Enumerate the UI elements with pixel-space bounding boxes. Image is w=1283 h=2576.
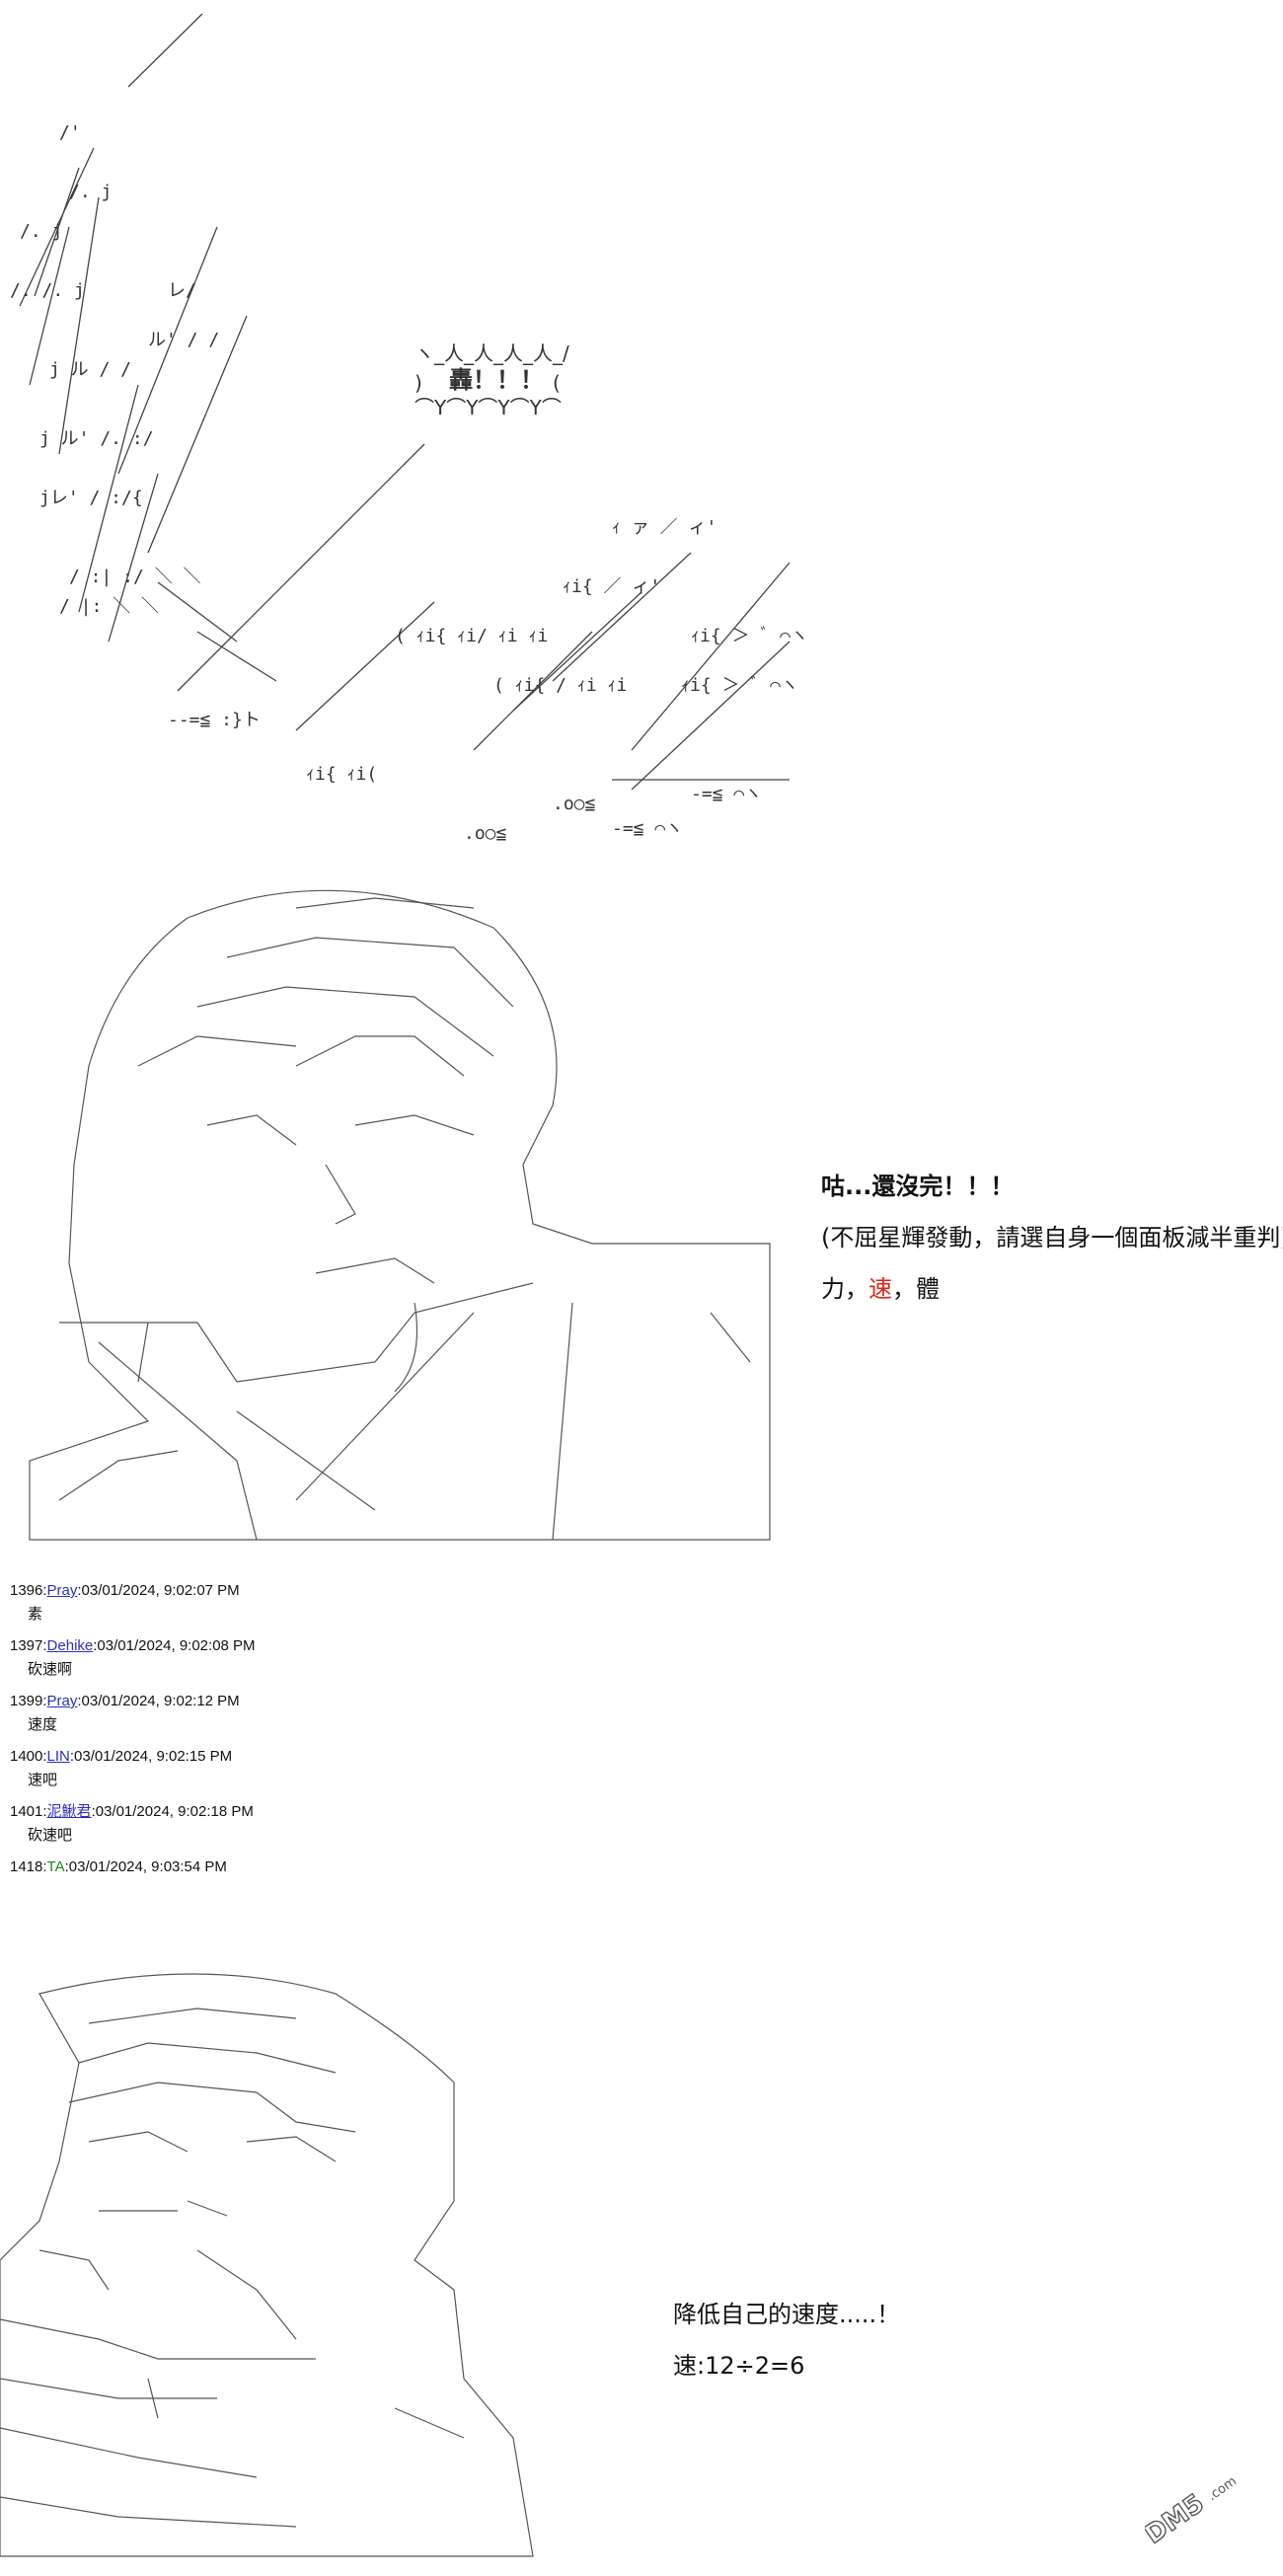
post-author-link[interactable]: LIN [46,1748,70,1765]
svg-text:/. j: /. j [20,221,62,242]
post-timestamp: :03/01/2024, 9:02:15 PM [69,1748,233,1765]
svg-text:jレ' / :/{: jレ' / :/{ [39,488,143,508]
svg-text:-=≦ ⌒ヽ: -=≦ ⌒ヽ [691,784,762,804]
post-item: 1400:LIN:03/01/2024, 9:02:15 PM 速吧 [10,1748,701,1789]
svg-text:( ｨi{ ｨi/ ｨi ｨi: ( ｨi{ ｨi/ ｨi ｨi [395,626,548,646]
dialog-line-1: 咕...還沒完！！！ [821,1173,1015,1200]
post-item: 1418:TA:03/01/2024, 9:03:54 PM [10,1858,701,1876]
svg-text:ｨi{ ＞ ﾞ ⌒ヽ: ｨi{ ＞ ﾞ ⌒ヽ [681,675,798,696]
dialog-line-3: 力，速，體 [821,1277,1283,1301]
post-header: 1401:泥鰍君:03/01/2024, 9:02:18 PM [10,1803,701,1821]
svg-text:--=≦ :}ト: --=≦ :}ト [168,710,261,730]
post-author-link[interactable]: Pray [46,1693,78,1709]
impact-ascii-art: /' /. j /. j /. /. j レ/ル' / / j ル / / j ル' /… [0,0,1283,869]
post-body: 速度 [28,1716,58,1733]
post-header: 1399:Pray:03/01/2024, 9:02:12 PM [10,1693,701,1710]
post-author-name: TA [46,1858,65,1875]
post-header: 1396:Pray:03/01/2024, 9:02:07 PM [10,1582,701,1600]
option-speed: 速 [868,1275,892,1303]
post-body: 速吧 [28,1772,58,1788]
svg-text:DM5: DM5 [1145,2489,1210,2550]
post-number: 1400: [10,1748,47,1765]
svg-text:ｨi{ ＞ ﾞ ⌒ヽ: ｨi{ ＞ ﾞ ⌒ヽ [691,626,808,646]
svg-text:.com: .com [1205,2474,1240,2505]
dialog-box-2: 降低自己的速度.....！ 速:12÷2=6 [673,2303,900,2405]
post-number: 1401: [10,1803,47,1820]
post-number: 1397: [10,1637,47,1654]
post-list: 1396:Pray:03/01/2024, 9:02:07 PM 素 1397:… [10,1582,701,1876]
post-item: 1396:Pray:03/01/2024, 9:02:07 PM 素 [10,1582,701,1624]
svg-text:.o○≦: .o○≦ [464,823,507,844]
post-timestamp: :03/01/2024, 9:03:54 PM [64,1858,227,1875]
svg-text:): ) [415,371,422,395]
post-item: 1401:泥鰍君:03/01/2024, 9:02:18 PM 砍速吧 [10,1803,701,1845]
character-ascii-art-2 [0,1964,1283,2576]
svg-text:(: ( [553,371,561,395]
svg-text:ヽ_人_人_人_人_/: ヽ_人_人_人_人_/ [415,341,569,365]
post-timestamp: :03/01/2024, 9:02:07 PM [77,1582,240,1599]
svg-text:/. /. j: /. /. j [10,280,85,301]
svg-text:-=≦ ⌒ヽ: -=≦ ⌒ヽ [612,818,683,839]
dialog-line-1: 降低自己的速度.....！ [673,2301,901,2328]
post-timestamp: :03/01/2024, 9:02:08 PM [93,1637,256,1654]
svg-text:⌒Y⌒Y⌒Y⌒Y⌒: ⌒Y⌒Y⌒Y⌒Y⌒ [415,396,562,419]
post-timestamp: :03/01/2024, 9:02:18 PM [91,1803,254,1820]
svg-text:.o○≦: .o○≦ [553,794,596,814]
post-header: 1400:LIN:03/01/2024, 9:02:15 PM [10,1748,701,1766]
post-header: 1418:TA:03/01/2024, 9:03:54 PM [10,1858,701,1876]
post-number: 1396: [10,1582,47,1599]
character-ascii-art [0,869,1283,1559]
svg-text:ｨi{ ｨi(: ｨi{ ｨi( [306,764,377,785]
svg-text:ル' / /: ル' / / [148,330,219,350]
post-header: 1397:Dehike:03/01/2024, 9:02:08 PM [10,1637,701,1655]
post-author-link[interactable]: 泥鰍君 [46,1803,92,1820]
post-timestamp: :03/01/2024, 9:02:12 PM [77,1693,240,1709]
svg-text:ｨi{ ／ ィ': ｨi{ ／ ィ' [563,576,660,597]
dialog-box-1: 咕...還沒完！！！ (不屈星輝發動，請選自身一個面板減半重判) 力，速，體 [821,1174,1283,1328]
svg-text:/. j: /. j [69,182,112,202]
svg-text:j ル / /: j ル / / [49,359,131,380]
watermark-logo: DM5 .com [1139,2458,1283,2566]
post-item: 1399:Pray:03/01/2024, 9:02:12 PM 速度 [10,1693,701,1734]
post-author-link[interactable]: Dehike [46,1637,94,1654]
sfx-text: 轟！！！ [449,366,544,394]
option-body: ，體 [892,1275,940,1303]
post-number: 1418: [10,1858,47,1875]
post-body: 砍速吧 [28,1827,73,1844]
dialog-line-2: 速:12÷2=6 [673,2352,805,2380]
dialog-line-2: (不屈星輝發動，請選自身一個面板減半重判) [821,1224,1283,1251]
svg-text:/ :| :/ ＼ ＼: / :| :/ ＼ ＼ [69,567,201,587]
svg-text:レ/: レ/ [168,280,196,301]
svg-text:ｨ ァ ／ ィ': ｨ ァ ／ ィ' [612,517,717,538]
svg-text:j ル' /. :/: j ル' /. :/ [39,428,154,449]
option-strength: 力， [821,1275,868,1303]
svg-text:( ｨi{ / ｨi ｨi: ( ｨi{ / ｨi ｨi [493,675,627,696]
svg-text:/ |: ＼ ＼: / |: ＼ ＼ [59,596,159,617]
post-body: 素 [28,1606,43,1623]
svg-text:/': /' [59,122,81,143]
post-body: 砍速啊 [28,1661,73,1678]
post-item: 1397:Dehike:03/01/2024, 9:02:08 PM 砍速啊 [10,1637,701,1679]
post-author-link[interactable]: Pray [46,1582,78,1599]
post-number: 1399: [10,1693,47,1709]
